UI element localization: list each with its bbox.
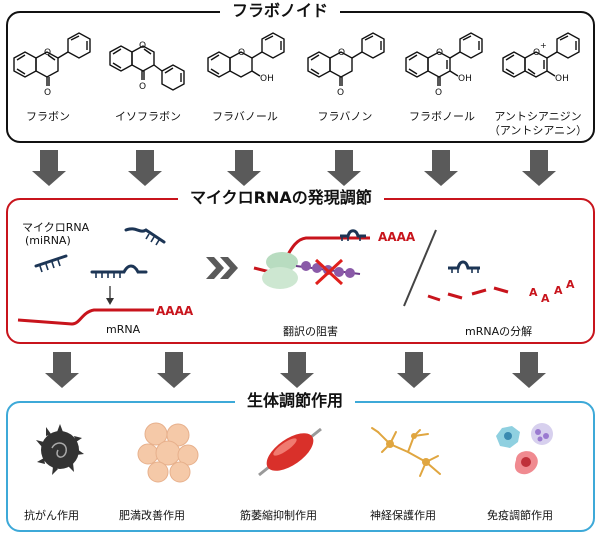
- flavonol-structure: O O OH: [405, 32, 483, 98]
- bio-regulation-title: 生体調節作用: [235, 392, 356, 410]
- immunomodulation-label: 免疫調節作用: [487, 509, 553, 522]
- svg-text:O: O: [139, 41, 146, 51]
- svg-text:O: O: [238, 48, 245, 58]
- polya-fragment-3: A: [554, 284, 563, 297]
- svg-text:O: O: [44, 88, 51, 98]
- svg-text:+: +: [540, 41, 547, 50]
- flavone-structure: O O: [13, 32, 91, 98]
- chevron-arrows-icon: [206, 257, 238, 279]
- anti-muscle-atrophy-label: 筋萎縮抑制作用: [240, 509, 317, 522]
- polya-tail-1: AAAA: [156, 304, 194, 318]
- muscle-icon: [258, 427, 322, 477]
- flavonoid-title: フラボノイド: [220, 2, 341, 20]
- neuron-icon: [371, 427, 441, 477]
- translation-block-illustration: [253, 229, 370, 289]
- fat-cells-icon: [137, 422, 199, 483]
- svg-text:O: O: [337, 88, 344, 98]
- immune-cells-icon: [496, 423, 553, 475]
- mrna-degradation-label: mRNAの分解: [465, 325, 533, 338]
- flavanol-structure: O OH: [207, 32, 285, 84]
- anti-obesity-label: 肥満改善作用: [119, 509, 185, 522]
- mirna-title: マイクロRNAの発現調節: [178, 189, 384, 207]
- anthocyanidin-label: アントシアニジン: [494, 110, 582, 123]
- anthocyanidin-structure: O + OH: [502, 32, 580, 84]
- polya-tail-2: AAAA: [378, 230, 416, 244]
- polya-fragment-1: A: [529, 286, 538, 299]
- flavanone-label: フラバノン: [317, 110, 373, 123]
- mirna-label: マイクロRNA: [22, 221, 90, 234]
- polya-fragment-4: A: [566, 278, 575, 291]
- flavanone-structure: O O: [307, 32, 385, 98]
- neuroprotection-label: 神経保護作用: [370, 509, 436, 522]
- isoflavone-structure: O O: [109, 41, 185, 92]
- flavanol-label: フラバノール: [212, 110, 278, 123]
- svg-text:O: O: [435, 88, 442, 98]
- mrna-degradation-illustration: [427, 260, 509, 302]
- svg-text:O: O: [139, 82, 146, 92]
- cancer-cell-icon: [36, 424, 84, 475]
- isoflavone-label: イソフラボン: [115, 110, 181, 123]
- mrna-label: mRNA: [106, 323, 141, 336]
- mirna-illustration-left: [17, 227, 166, 326]
- svg-text:OH: OH: [555, 74, 569, 84]
- svg-text:O: O: [436, 48, 443, 58]
- svg-text:O: O: [338, 48, 345, 58]
- svg-text:O: O: [44, 48, 51, 58]
- anticancer-label: 抗がん作用: [24, 509, 79, 522]
- anthocyanin-sublabel: （アントシアニン）: [488, 124, 588, 137]
- mirna-abbrev-label: (miRNA): [25, 234, 71, 247]
- flavone-label: フラボン: [26, 110, 70, 123]
- svg-text:OH: OH: [260, 74, 274, 84]
- divider-slash: [403, 229, 437, 307]
- svg-text:OH: OH: [458, 74, 472, 84]
- flavonol-label: フラボノール: [409, 110, 475, 123]
- svg-text:O: O: [533, 48, 540, 58]
- translation-block-label: 翻訳の阻害: [283, 325, 338, 338]
- polya-fragment-2: A: [541, 292, 550, 305]
